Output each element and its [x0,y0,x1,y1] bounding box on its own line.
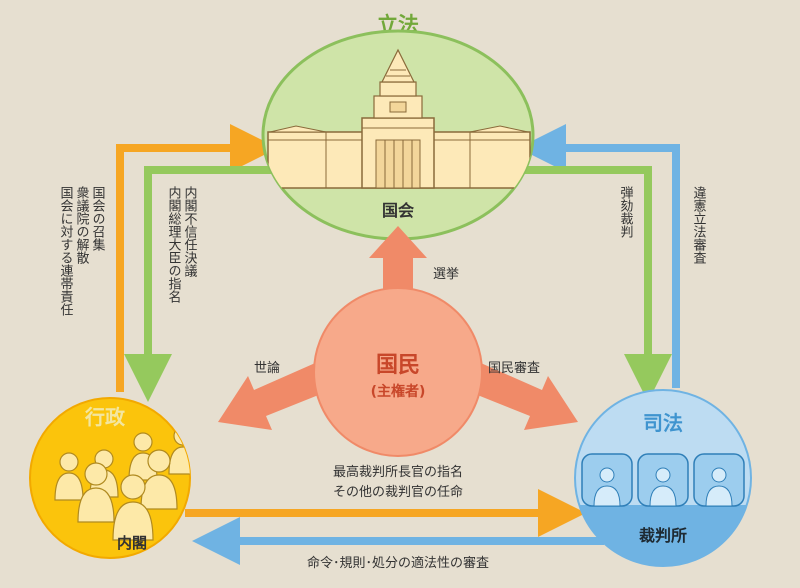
arrow-diet-to-court [524,166,672,402]
label-exec-to-diet-1: 国会の召集 [90,186,106,251]
label-court-to-exec: 命令･規則･処分の適法性の審査 [307,555,489,571]
label-diet-to-exec-2: 内閣総理大臣の指名 [166,185,182,303]
diet-building-icon [267,48,531,189]
cabinet-members-icon [54,426,190,541]
people-circle [313,287,483,457]
label-election: 選挙 [433,267,459,282]
legislature-label: 国会 [382,201,414,220]
label-exec-to-diet-2: 衆議院の解散 [74,185,90,264]
judiciary-title: 司法 [643,411,683,435]
arrow-people-to-exec [218,360,336,430]
judges-icon [581,453,745,507]
label-exec-to-court-1: 最高裁判所長官の指名 [333,464,463,480]
label-court-to-diet: 違憲立法審査 [691,186,707,264]
arrow-diet-to-exec [124,166,272,402]
people-title: 国民 [376,353,420,378]
executive-label: 内閣 [117,534,147,552]
label-diet-to-exec-1: 内閣不信任決議 [182,185,198,277]
executive-title: 行政 [84,405,126,429]
people-subtitle: (主権者) [371,383,426,400]
arrow-people-to-court [460,360,578,430]
label-public-opinion: 世論 [254,360,280,376]
arrow-people-to-diet [369,226,427,296]
label-national-review: 国民審査 [488,361,540,376]
label-diet-to-court: 弾劾裁判 [618,186,634,239]
judiciary-label: 裁判所 [639,526,687,545]
label-exec-to-court-2: その他の裁判官の任命 [333,484,463,500]
label-exec-to-diet-3: 国会に対する連帯責任 [58,186,74,316]
arrow-exec-to-diet [116,124,278,392]
arrow-court-to-diet [518,124,680,388]
